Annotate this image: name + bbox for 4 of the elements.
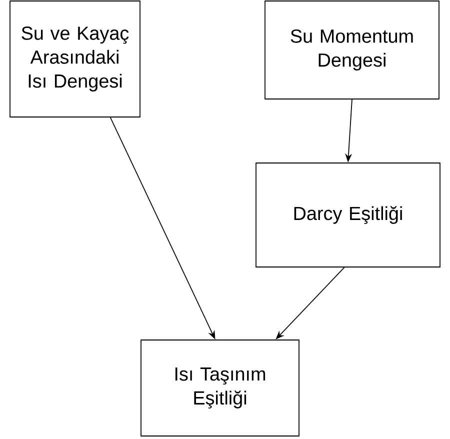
process-box: Su Momentum Dengesi <box>264 0 440 100</box>
process-box: Isı Taşınım Eşitliği <box>140 340 300 436</box>
process-box: Darcy Eşitliği <box>256 162 440 268</box>
process-box: Su ve Kayaç Arasındaki Isı Dengesi <box>10 0 140 118</box>
